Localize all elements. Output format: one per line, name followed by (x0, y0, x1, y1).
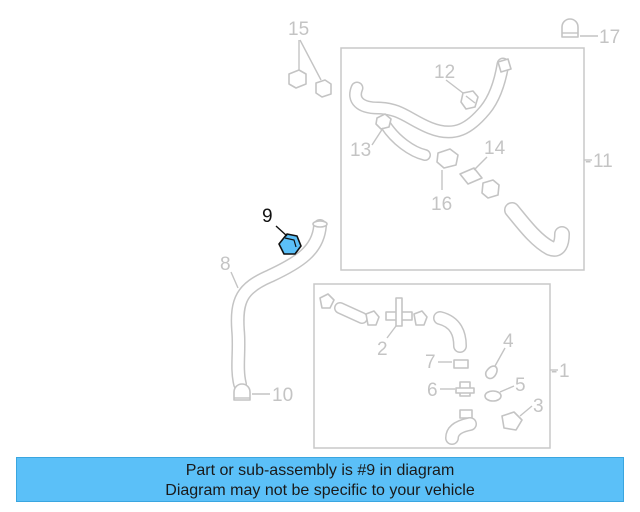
clamp-lower-icon[interactable] (459, 409, 473, 419)
fitting-3-icon[interactable] (501, 411, 523, 431)
callout-6: 6 (427, 380, 438, 401)
clamp-7-icon[interactable] (453, 359, 469, 369)
callout-1: 1 (559, 361, 570, 382)
hose-8-icon[interactable] (230, 219, 328, 391)
callout-17: 17 (599, 27, 620, 48)
callout-13: 13 (350, 140, 371, 161)
callout-3: 3 (533, 396, 544, 417)
clamp-10-icon[interactable] (233, 383, 251, 401)
callout-14: 14 (484, 138, 506, 159)
box-assembly-11 (340, 47, 585, 271)
callout-10: 10 (272, 385, 293, 406)
box-assembly-1 (313, 283, 551, 449)
callout-15: 15 (288, 19, 309, 40)
callout-8: 8 (220, 254, 231, 275)
part-info-banner: Part or sub-assembly is #9 in diagram Di… (16, 457, 624, 502)
fitting-14-icon[interactable] (459, 167, 483, 185)
clamp-15-icon[interactable] (288, 69, 332, 98)
hose-assembly-11-icon[interactable] (349, 57, 570, 257)
banner-line-disclaimer: Diagram may not be specific to your vehi… (165, 482, 475, 499)
oring-5-icon[interactable] (484, 390, 502, 402)
banner-line-part: Part or sub-assembly is #9 in diagram (185, 462, 455, 479)
tee-6-icon[interactable] (455, 381, 475, 397)
hose-assembly-1-icon[interactable] (319, 293, 467, 353)
callout-12: 12 (434, 62, 455, 83)
callout-9: 9 (262, 206, 273, 227)
callout-4: 4 (503, 331, 514, 352)
hose-lower-icon[interactable] (445, 417, 477, 445)
callout-dash-11: - (585, 151, 591, 172)
callout-5: 5 (515, 375, 526, 396)
part-9-connector-icon[interactable] (275, 225, 302, 255)
callout-11: 11 (593, 151, 613, 172)
callout-16: 16 (431, 194, 452, 215)
clip-4-icon[interactable] (484, 365, 498, 380)
clamp-17-icon[interactable] (561, 18, 579, 38)
callout-7: 7 (425, 352, 436, 373)
sensor-12-icon[interactable] (460, 90, 479, 110)
callout-dash-1: - (551, 361, 557, 382)
callout-2: 2 (377, 339, 388, 360)
